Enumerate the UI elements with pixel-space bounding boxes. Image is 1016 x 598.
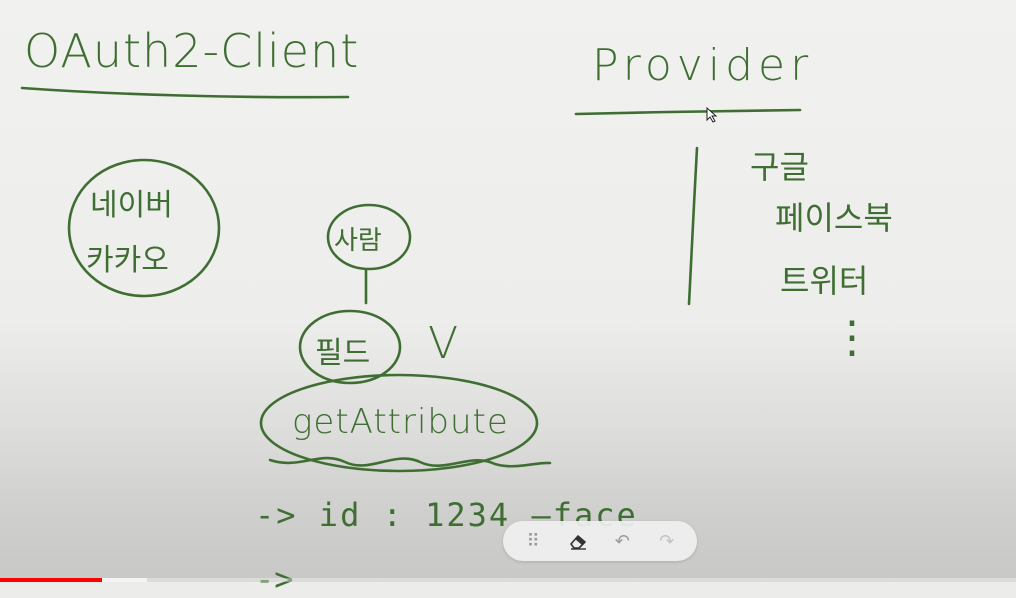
method-wavy-underline xyxy=(268,456,552,468)
eraser-button[interactable] xyxy=(563,526,593,556)
video-progress-bar[interactable] xyxy=(0,578,1016,582)
underline-provider xyxy=(574,108,802,116)
ink-strokes xyxy=(20,86,802,473)
provider-twitter: 트위터 xyxy=(780,262,869,300)
node-top-circle xyxy=(326,203,412,271)
provider-facebook: 페이스북 xyxy=(775,199,893,237)
mouse-cursor-icon xyxy=(706,107,718,123)
client-naver: 네이버 xyxy=(90,188,173,223)
provider-more-dots: ⋮ xyxy=(830,312,874,363)
provider-google: 구글 xyxy=(750,148,809,186)
node-middle-circle xyxy=(298,309,402,385)
eraser-icon xyxy=(569,535,586,550)
redo-icon: ↷ xyxy=(659,530,675,552)
method-label: getAttribute xyxy=(292,402,509,442)
method-oval xyxy=(259,373,539,473)
drawing-toolbar: ⠿ ↶ ↷ xyxy=(503,521,697,561)
node-top-label: 사람 xyxy=(334,226,382,256)
client-kakao: 카카오 xyxy=(86,243,169,278)
heading-oauth2-client: OAuth2-Client xyxy=(24,24,360,78)
heading-provider: Provider xyxy=(592,40,814,91)
underline-oauth2-client xyxy=(20,86,350,99)
undo-button[interactable]: ↶ xyxy=(607,526,637,556)
drag-handle-icon[interactable]: ⠿ xyxy=(526,530,540,552)
node-middle-label: 필드 xyxy=(315,336,371,371)
undo-icon: ↶ xyxy=(614,530,630,552)
redo-button[interactable]: ↷ xyxy=(652,526,682,556)
video-progress-fill xyxy=(0,578,102,582)
client-circle xyxy=(67,158,221,298)
video-buffer-bar xyxy=(101,578,148,582)
check-mark: V xyxy=(428,318,459,369)
provider-divider-line xyxy=(687,146,699,306)
